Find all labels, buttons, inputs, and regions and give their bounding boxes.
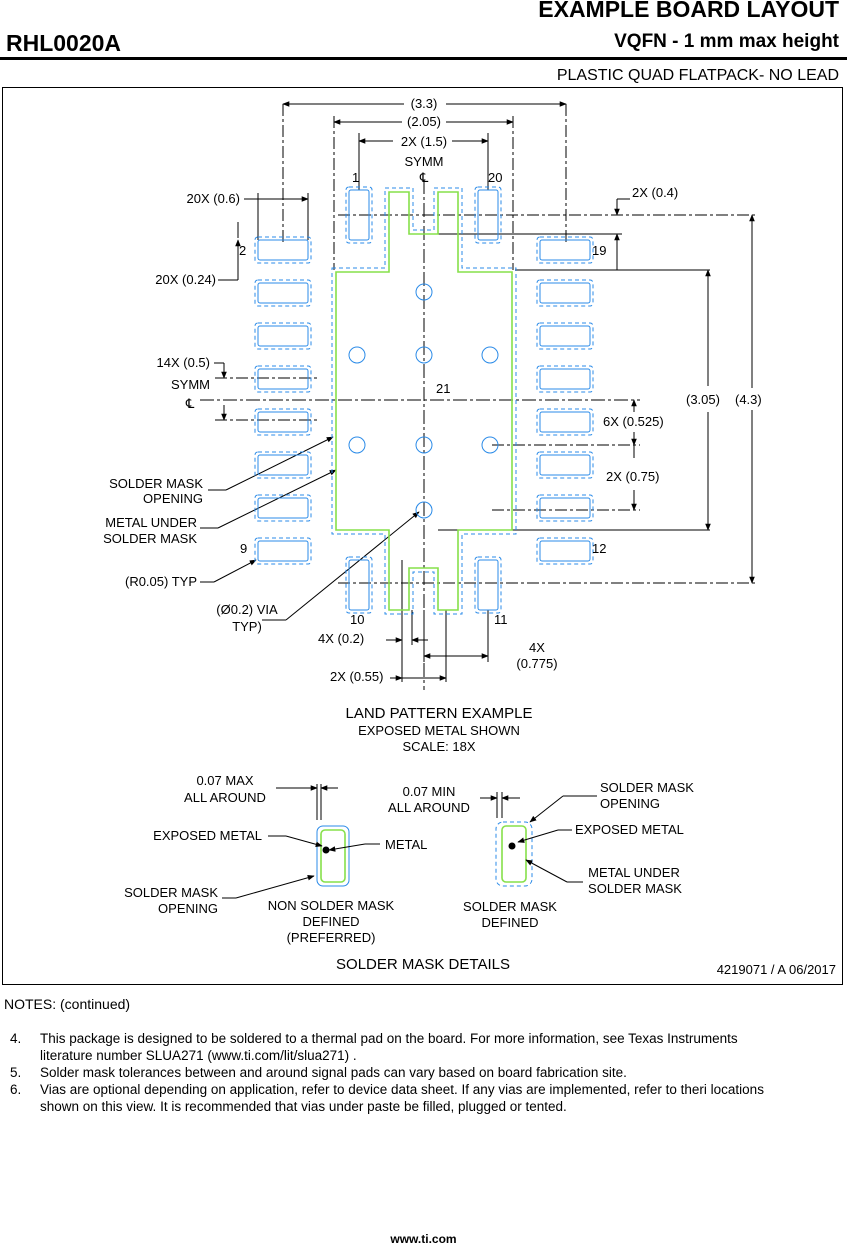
- right-pad-column: [539, 239, 591, 562]
- dim-6x-0-525: 6X (0.525): [603, 414, 664, 429]
- corner-pads: [348, 189, 499, 611]
- note-text: Vias are optional depending on applicati…: [40, 1082, 764, 1114]
- dim-2x-0-55: 2X (0.55): [330, 669, 383, 684]
- pin-20: 20: [488, 170, 502, 185]
- drawing-frame: [2, 87, 843, 985]
- detail-smd-2: DEFINED: [481, 915, 538, 930]
- callout-via-2: TYP): [232, 619, 262, 634]
- detail-nsmd-1: NON SOLDER MASK: [268, 898, 395, 913]
- detail-sm-opening-left-1: SOLDER MASK: [124, 885, 218, 900]
- detail-sm-opening-right-2: OPENING: [600, 796, 660, 811]
- callout-metal-under-1: METAL UNDER: [105, 515, 197, 530]
- note-text: Solder mask tolerances between and aroun…: [40, 1065, 627, 1080]
- pin-9: 9: [240, 541, 247, 556]
- note-text: This package is designed to be soldered …: [40, 1031, 738, 1063]
- centerline-top-icon: ℄: [419, 170, 429, 185]
- pin-21: 21: [436, 381, 450, 396]
- pin-12: 12: [592, 541, 606, 556]
- detail-exposed-metal-left: EXPOSED METAL: [153, 828, 262, 843]
- detail-max-2: ALL AROUND: [184, 790, 266, 805]
- detail-metal: METAL: [385, 837, 427, 852]
- detail-nsmd-2: DEFINED: [302, 914, 359, 929]
- package-subtitle: VQFN - 1 mm max height: [614, 31, 839, 52]
- symm-left-label: SYMM: [171, 377, 210, 392]
- dim-2x-0-75: 2X (0.75): [606, 469, 659, 484]
- dim-4-3: (4.3): [735, 392, 762, 407]
- thermal-pad-outline: [335, 191, 513, 611]
- callout-via-1: (Ø0.2) VIA: [216, 602, 278, 617]
- note-number: 5.: [10, 1065, 22, 1080]
- detail-metal-under-right-1: METAL UNDER: [588, 865, 680, 880]
- dim-14x-0-5: 14X (0.5): [157, 355, 210, 370]
- dim-0-775: (0.775): [516, 656, 557, 671]
- dim-2x-1-5: 2X (1.5): [401, 134, 447, 149]
- note-number: 6.: [10, 1082, 22, 1097]
- detail-max-1: 0.07 MAX: [196, 773, 253, 788]
- vias: [348, 283, 499, 519]
- note-item: 6. Vias are optional depending on applic…: [10, 1081, 790, 1115]
- detail-min-1: 0.07 MIN: [403, 784, 456, 799]
- callout-radius: (R0.05) TYP: [125, 574, 197, 589]
- land-pattern-line1: EXPOSED METAL SHOWN: [358, 723, 520, 738]
- doc-number: 4219071 / A 06/2017: [717, 962, 836, 977]
- note-item: 5. Solder mask tolerances between and ar…: [10, 1064, 790, 1081]
- note-item: 4. This package is designed to be solder…: [10, 1030, 790, 1064]
- part-number: RHL0020A: [6, 30, 122, 56]
- detail-min-2: ALL AROUND: [388, 800, 470, 815]
- drawing-title: EXAMPLE BOARD LAYOUT: [538, 0, 839, 22]
- notes-title: NOTES: (continued): [4, 996, 131, 1012]
- land-pattern-scale: SCALE: 18X: [403, 739, 476, 754]
- header-rule: [0, 57, 847, 60]
- dim-4x-0-2: 4X (0.2): [318, 631, 364, 646]
- pin-10: 10: [350, 612, 364, 627]
- dim-20x-0-24: 20X (0.24): [155, 272, 216, 287]
- nsmd-detail: 0.07 MAX ALL AROUND EXPOSED METAL METAL …: [124, 773, 427, 945]
- pin-19: 19: [592, 243, 606, 258]
- detail-sm-opening-left-2: OPENING: [158, 901, 218, 916]
- smd-detail: 0.07 MIN ALL AROUND SOLDER MASK OPENING …: [388, 780, 694, 930]
- land-pattern-drawing: (3.3) (2.05) 2X (1.5) SYMM ℄ 20X (0.6) 2…: [103, 96, 836, 977]
- note-number: 4.: [10, 1031, 22, 1046]
- dim-3-05: (3.05): [686, 392, 720, 407]
- dim-4x-label: 4X: [529, 640, 545, 655]
- callout-metal-under-2: SOLDER MASK: [103, 531, 197, 546]
- land-pattern-title: LAND PATTERN EXAMPLE: [346, 705, 533, 722]
- dim-20x-0-6: 20X (0.6): [187, 191, 240, 206]
- notes-list: 4. This package is designed to be solder…: [10, 1030, 790, 1115]
- footer-url[interactable]: www.ti.com: [390, 1232, 457, 1246]
- left-pad-column: [257, 239, 309, 562]
- package-type: PLASTIC QUAD FLATPACK- NO LEAD: [556, 67, 839, 84]
- callout-solder-mask-opening-1: SOLDER MASK: [109, 476, 203, 491]
- dim-2x-0-4: 2X (0.4): [632, 185, 678, 200]
- dim-2-05: (2.05): [407, 114, 441, 129]
- pin-1: 1: [352, 170, 359, 185]
- solder-mask-details-title: SOLDER MASK DETAILS: [336, 956, 510, 973]
- dim-3-3: (3.3): [411, 96, 438, 111]
- symm-top-label: SYMM: [405, 154, 444, 169]
- detail-sm-opening-right-1: SOLDER MASK: [600, 780, 694, 795]
- pin-2: 2: [239, 243, 246, 258]
- callout-solder-mask-opening-2: OPENING: [143, 491, 203, 506]
- centerline-left-icon: ℄: [185, 396, 195, 411]
- pin-11: 11: [494, 612, 508, 627]
- detail-nsmd-3: (PREFERRED): [287, 930, 376, 945]
- detail-metal-under-right-2: SOLDER MASK: [588, 881, 682, 896]
- detail-exposed-metal-right: EXPOSED METAL: [575, 822, 684, 837]
- detail-smd-1: SOLDER MASK: [463, 899, 557, 914]
